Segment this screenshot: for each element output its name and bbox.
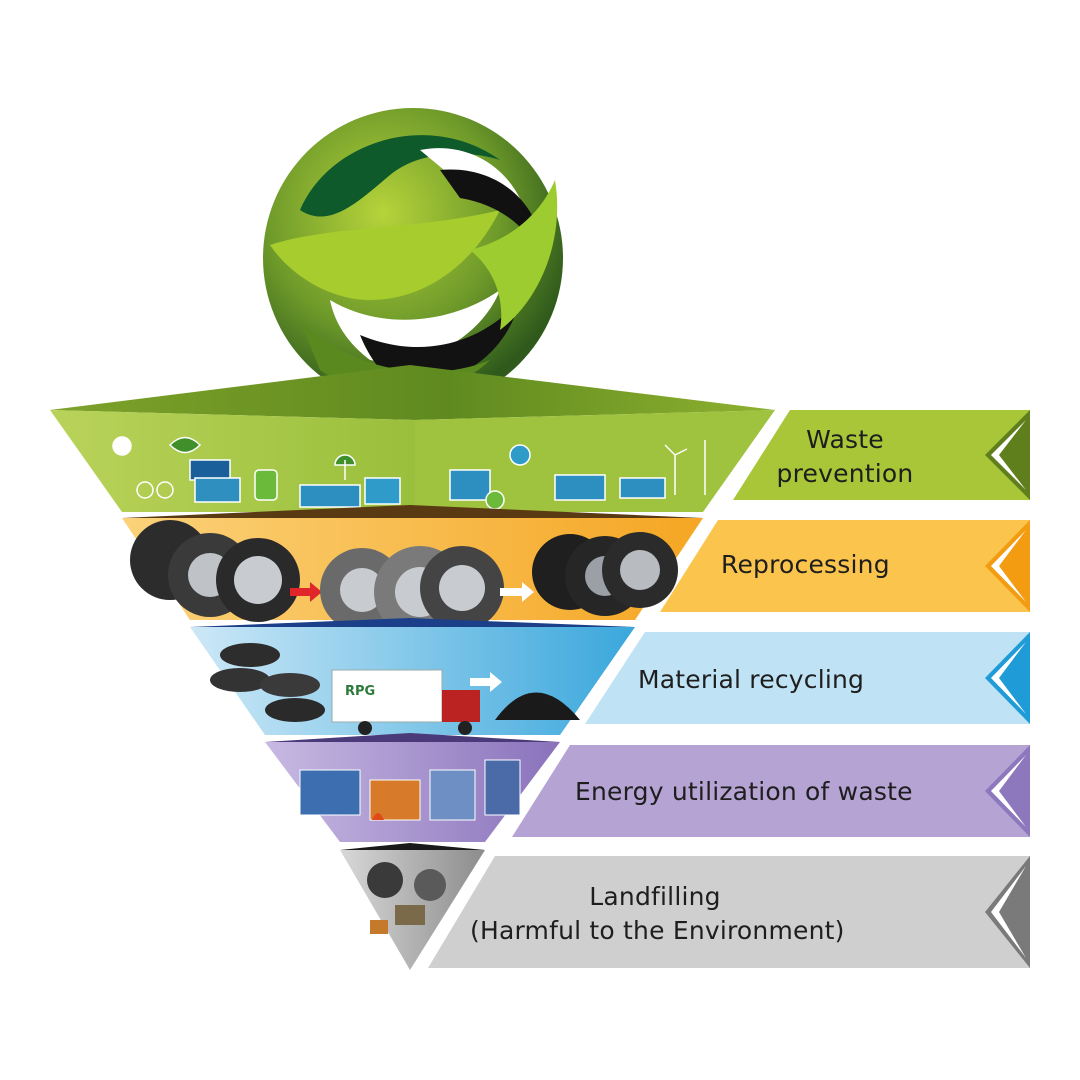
arrow-red-icon [290, 582, 322, 602]
refinery-icon [554, 474, 606, 501]
wind-turbine-icon [664, 444, 688, 495]
energy-label: Energy utilization of waste [575, 777, 913, 806]
chevron-notch-icon [991, 755, 1026, 827]
prevention-label-line-1: Waste [806, 425, 884, 454]
bicycle-icon [136, 481, 154, 499]
label-arrow-landfill [428, 856, 1030, 968]
recycling-globe-logo [263, 108, 563, 408]
tire-icons [130, 520, 678, 638]
tier-prevention [50, 365, 775, 512]
energy-plant-icons [299, 759, 521, 821]
label-arrow-reprocessing [660, 520, 1030, 612]
waste-pile-icons [367, 862, 446, 934]
chevron-notch-icon [991, 866, 1026, 958]
tier-energy [265, 733, 560, 842]
chevron-notch-icon [991, 642, 1026, 714]
label-arrow-prevention [733, 410, 1030, 500]
prevention-arrow-band [733, 410, 1030, 500]
reprocessing-label: Reprocessing [721, 550, 890, 579]
tier-label-energy: Energy utilization of waste [575, 775, 913, 809]
house-icon [194, 477, 241, 503]
landfill-label-line-2: (Harmful to the Environment) [470, 916, 845, 945]
factory-smoke-icon [449, 469, 491, 501]
prevention-front-right [415, 410, 775, 512]
tree-icon [334, 454, 356, 480]
tier-recycling: RPG [190, 618, 635, 735]
prevention-top-face [50, 365, 775, 420]
reprocessing-arrow-band [660, 520, 1030, 612]
fire-icon [372, 813, 384, 820]
prevention-label-line-2: prevention [776, 459, 914, 488]
recycling-arrow-band [585, 632, 1030, 724]
recycling-label: Material recycling [638, 665, 865, 694]
chevron-notch-icon [991, 420, 1026, 490]
tier-reprocessing [122, 505, 703, 638]
truck-icon [619, 477, 666, 499]
tier-label-landfill: Landfilling (Harmful to the Environment) [470, 880, 845, 948]
sun-icon [112, 436, 132, 456]
chevron-notch-icon [991, 530, 1026, 602]
energy-arrow-band [512, 745, 1030, 837]
truck-icon [331, 669, 443, 723]
plant-building-icon [299, 769, 361, 816]
landfill-label-line-1: Landfilling [589, 882, 721, 911]
granulate-pile-icon [495, 692, 580, 720]
tier-label-prevention: Waste prevention [760, 423, 930, 491]
label-arrow-recycling [585, 632, 1030, 724]
landfill-arrow-band [428, 856, 1030, 968]
truck-logo-text: RPG [345, 684, 375, 699]
arrow-white-icon [500, 582, 534, 602]
recycling-icons: RPG [210, 643, 580, 735]
battery-icon [364, 477, 401, 505]
arrow-white-icon [470, 672, 502, 692]
tire-stack-icon [220, 643, 280, 667]
tier-label-recycling: Material recycling [638, 663, 864, 697]
solar-panel-icon [189, 459, 231, 481]
tier-label-reprocessing: Reprocessing [721, 548, 890, 582]
tier-landfill [340, 843, 485, 970]
eco-icons [112, 436, 706, 510]
label-arrow-energy [512, 745, 1030, 837]
leaf-icon [168, 436, 202, 454]
flask-icon [485, 490, 505, 510]
canister-icon [254, 469, 278, 501]
factory-icon [299, 484, 361, 508]
